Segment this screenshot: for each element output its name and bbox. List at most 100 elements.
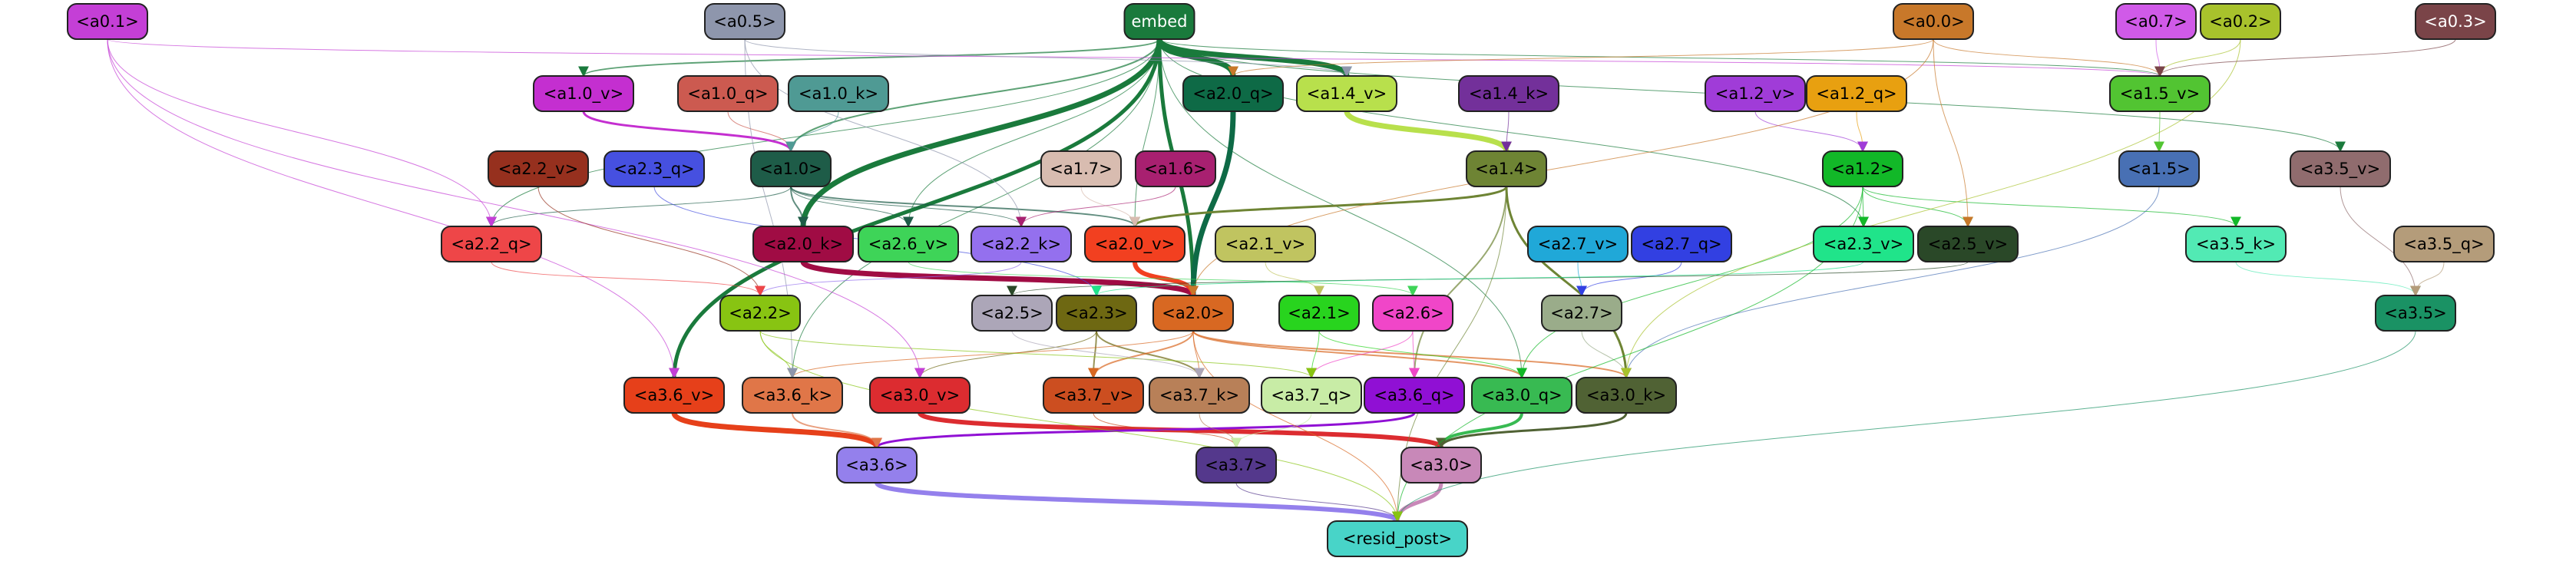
node-a1-5[interactable]: <a1.5> [2118, 150, 2200, 187]
node-label: <a1.7> [1050, 160, 1112, 178]
node-box [836, 447, 918, 483]
node-a1-2-q[interactable]: <a1.2_q> [1806, 75, 1907, 112]
node-a1-6[interactable]: <a1.6> [1135, 150, 1216, 187]
node-a2-0-k[interactable]: <a2.0_k> [752, 226, 854, 262]
edge-a2_2-to-resid_post [759, 330, 1403, 523]
node-label: <a3.5_q> [2403, 235, 2484, 254]
node-box [2200, 3, 2281, 40]
edge-embed-to-a1_0_v [578, 38, 1160, 78]
node-a3-5-q[interactable]: <a3.5_q> [2393, 226, 2495, 262]
node-a1-4-v[interactable]: <a1.4_v> [1296, 75, 1397, 112]
node-a0-1[interactable]: <a0.1> [67, 3, 148, 40]
node-label: <a1.0_q> [687, 84, 768, 104]
node-a3-5[interactable]: <a3.5> [2375, 295, 2456, 332]
node-a0-0[interactable]: <a0.0> [1893, 3, 1974, 40]
node-a1-4-k[interactable]: <a1.4_k> [1458, 75, 1559, 112]
node-box [1466, 150, 1547, 187]
edge-a2_0-to-a3_0_k [1192, 330, 1632, 379]
edge-a3_5-to-resid_post [1392, 330, 2416, 523]
node-a2-3[interactable]: <a2.3> [1056, 295, 1137, 332]
node-label: <a2.3_v> [1824, 235, 1903, 254]
edge-a0_3-to-a1_5_v [2154, 38, 2456, 78]
node-a3-7[interactable]: <a3.7> [1195, 447, 1277, 483]
node-a3-6-k[interactable]: <a3.6_k> [742, 377, 843, 414]
node-a2-2-q[interactable]: <a2.2_q> [441, 226, 542, 262]
node-label: <a3.7_q> [1271, 386, 1351, 405]
node-label: <a2.7_q> [1641, 235, 1721, 254]
node-a3-5-k[interactable]: <a3.5_k> [2185, 226, 2287, 262]
node-a3-7-v[interactable]: <a3.7_v> [1043, 377, 1144, 414]
node-a2-1[interactable]: <a2.1> [1278, 295, 1360, 332]
node-a1-0-v[interactable]: <a1.0_v> [533, 75, 634, 112]
node-a3-0[interactable]: <a3.0> [1400, 447, 1482, 483]
node-a2-0-v[interactable]: <a2.0_v> [1084, 226, 1185, 262]
edge-a2_2-to-a3_7_q [759, 330, 1317, 379]
node-a2-5[interactable]: <a2.5> [971, 295, 1053, 332]
edge-a1_0-to-a2_6_v [790, 186, 914, 228]
node-a2-0[interactable]: <a2.0> [1152, 295, 1234, 332]
node-a3-0-q[interactable]: <a3.0_q> [1471, 377, 1572, 414]
edge-a2_0-to-a3_7_v [1088, 330, 1194, 379]
node-layer: embed <a0.1> <a0.5> <a0.0> <a0.7><a0.2> <a0.3… [67, 3, 2496, 557]
node-a2-7-q[interactable]: <a2.7_q> [1631, 226, 1732, 262]
edge-a1_5-to-a3_0_k [1621, 186, 2160, 379]
node-a2-0-q[interactable]: <a2.0_q> [1182, 75, 1284, 112]
node-a2-3-q[interactable]: <a2.3_q> [603, 150, 705, 187]
node-a0-2[interactable]: <a0.2> [2200, 3, 2281, 40]
edge-a3_6_k-to-a3_6 [792, 412, 882, 449]
node-resid-post[interactable]: <resid_post> [1327, 520, 1468, 557]
node-box [1043, 377, 1144, 414]
edge-a3_7_v-to-a3_7 [1093, 412, 1242, 449]
node-a3-6[interactable]: <a3.6> [836, 447, 918, 483]
node-label: <a3.0_k> [1586, 386, 1666, 405]
node-a2-6[interactable]: <a2.6> [1372, 295, 1453, 332]
node-a2-7[interactable]: <a2.7> [1541, 295, 1622, 332]
node-a3-0-v[interactable]: <a3.0_v> [869, 377, 971, 414]
node-a1-0-q[interactable]: <a1.0_q> [677, 75, 779, 112]
node-a0-3[interactable]: <a0.3> [2415, 3, 2496, 40]
edge-a2_3_v-to-a2_3 [1091, 261, 1864, 297]
node-label: <a3.0_v> [880, 386, 960, 405]
node-label: <a2.0_k> [763, 235, 843, 254]
node-a0-5[interactable]: <a0.5> [704, 3, 785, 40]
node-embed[interactable]: embed [1123, 3, 1195, 40]
edge-a0_0-to-a1_5_v [1933, 38, 2165, 78]
edge-a0_7-to-a1_5_v [2154, 38, 2165, 78]
node-a2-3-v[interactable]: <a2.3_v> [1813, 226, 1914, 262]
node-box [1471, 377, 1572, 414]
node-a3-7-k[interactable]: <a3.7_k> [1149, 377, 1250, 414]
node-a2-2-v[interactable]: <a2.2_v> [488, 150, 589, 187]
node-label: <a3.5_k> [2196, 235, 2276, 254]
node-a1-2[interactable]: <a1.2> [1822, 150, 1903, 187]
edge-a3_7_q-to-a3_7 [1231, 412, 1312, 449]
edge-a1_0-to-a2_0_v [790, 186, 1140, 228]
node-a2-6-v[interactable]: <a2.6_v> [858, 226, 959, 262]
node-box [1705, 75, 1806, 112]
node-a1-7[interactable]: <a1.7> [1040, 150, 1122, 187]
edge-a3_0_k-to-a3_0 [1436, 412, 1628, 449]
node-box [1296, 75, 1397, 112]
node-a3-0-k[interactable]: <a3.0_k> [1576, 377, 1677, 414]
node-box [2115, 3, 2197, 40]
node-a1-0[interactable]: <a1.0> [750, 150, 832, 187]
node-a2-7-v[interactable]: <a2.7_v> [1527, 226, 1629, 262]
node-a1-0-k[interactable]: <a1.0_k> [788, 75, 889, 112]
node-box [2290, 150, 2391, 187]
node-a2-5-v[interactable]: <a2.5_v> [1917, 226, 2019, 262]
edge-a1_4-to-a2_0_v [1129, 186, 1508, 228]
node-a3-5-v[interactable]: <a3.5_v> [2290, 150, 2391, 187]
node-a2-2[interactable]: <a2.2> [719, 295, 801, 332]
node-a2-1-v[interactable]: <a2.1_v> [1215, 226, 1316, 262]
node-box [1278, 295, 1360, 332]
node-a1-5-v[interactable]: <a1.5_v> [2109, 75, 2211, 112]
node-a0-7[interactable]: <a0.7> [2115, 3, 2197, 40]
node-a1-2-v[interactable]: <a1.2_v> [1705, 75, 1806, 112]
edge-a0_0-to-a2_5_v [1933, 38, 1973, 228]
node-a1-4[interactable]: <a1.4> [1466, 150, 1547, 187]
node-a3-7-q[interactable]: <a3.7_q> [1261, 377, 1362, 414]
node-a3-6-v[interactable]: <a3.6_v> [623, 377, 725, 414]
node-label: <a3.0_q> [1481, 386, 1562, 405]
node-a3-6-q[interactable]: <a3.6_q> [1364, 377, 1465, 414]
edge-a2_0_k-to-a2_0 [800, 259, 1199, 298]
node-a2-2-k[interactable]: <a2.2_k> [971, 226, 1072, 262]
